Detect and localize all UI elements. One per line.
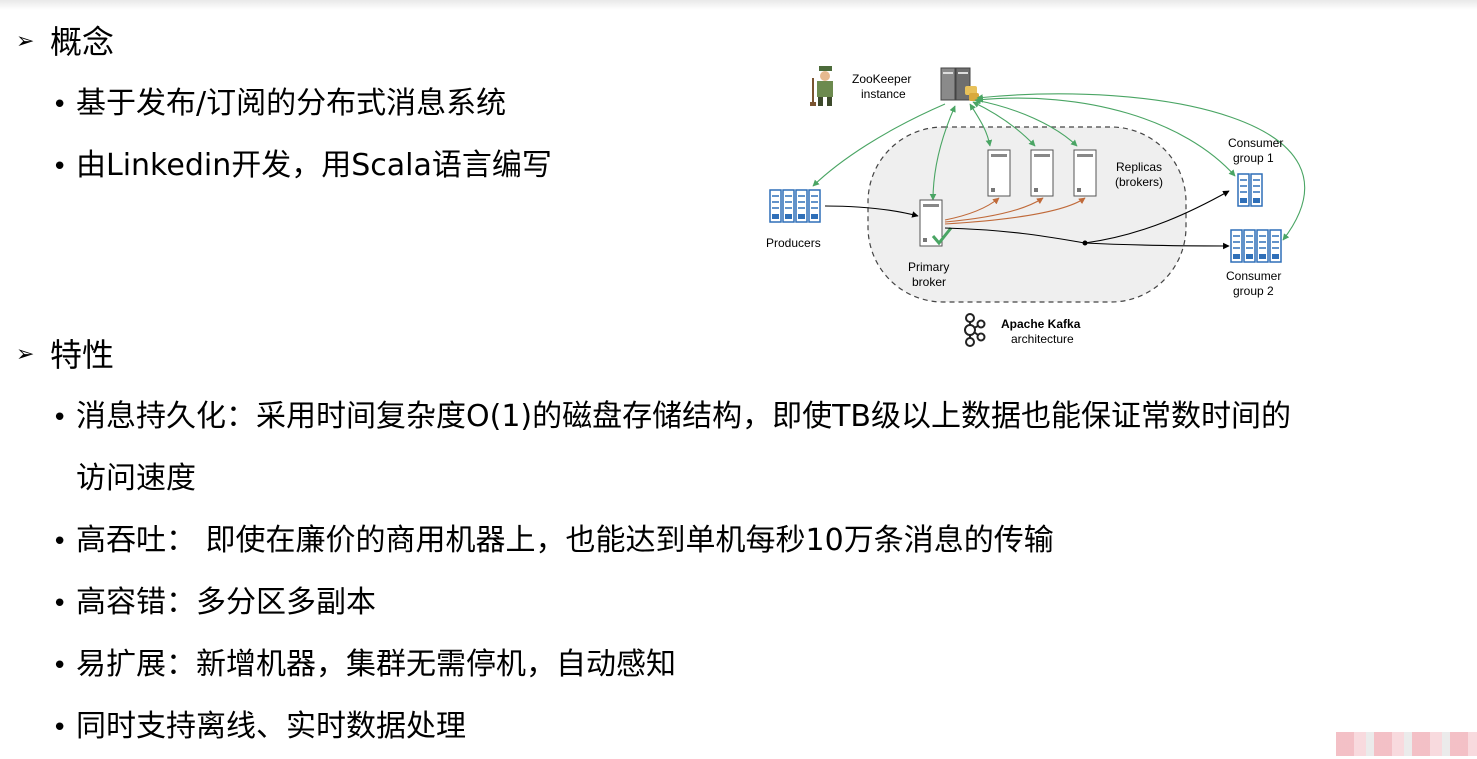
bullet-item: •易扩展：新增机器，集群无需停机，自动感知 <box>52 634 676 697</box>
bullet-dot-icon: • <box>52 152 68 182</box>
bullet-item: •高吞吐： 即使在廉价的商用机器上，也能达到单机每秒10万条消息的传输 <box>52 510 1054 573</box>
bullet-item: •基于发布/订阅的分布式消息系统 <box>52 73 506 136</box>
consumer-group-2-label-1: Consumer <box>1226 269 1281 283</box>
consumer-group-1-label-2: group 1 <box>1233 151 1274 165</box>
zookeeper-links <box>812 93 1306 241</box>
arrow-bullet-icon: ➢ <box>16 342 35 367</box>
zookeeper-keeper-icon <box>810 66 833 106</box>
producers-icon <box>769 189 821 223</box>
bullet-item: •同时支持离线、实时数据处理 <box>52 696 466 759</box>
bullet-dot-icon: • <box>52 651 68 681</box>
bullet-dot-icon: • <box>52 403 68 433</box>
arrow-bullet-icon: ➢ <box>16 29 35 54</box>
primary-broker-icon <box>919 199 953 247</box>
zookeeper-server-icon <box>940 67 979 101</box>
consumer-group-2-label-2: group 2 <box>1233 284 1274 298</box>
data-flow-links <box>824 190 1230 250</box>
kafka-architecture-diagram: ZooKeeper instance Producers Primary bro… <box>766 66 1306 347</box>
bullet-dot-icon: • <box>52 90 68 120</box>
replica-broker-icon <box>1030 149 1054 197</box>
zookeeper-label-2: instance <box>861 87 906 101</box>
bullet-dot-icon: • <box>52 527 68 557</box>
primary-broker-label-1: Primary <box>908 260 949 274</box>
bullet-dot-icon: • <box>52 589 68 619</box>
producers-label: Producers <box>766 236 821 250</box>
consumer-group-1-icon <box>1237 173 1263 207</box>
bullet-dot-icon: • <box>52 713 68 743</box>
section-heading-features: ➢ 特性 <box>16 335 114 375</box>
primary-broker-label-2: broker <box>912 275 946 289</box>
bullet-item: •高容错：多分区多副本 <box>52 572 376 635</box>
replicas-label-1: Replicas <box>1116 160 1162 174</box>
kafka-logo-icon <box>964 313 986 347</box>
slide-top-shadow <box>0 0 1477 10</box>
watermark-image <box>1336 732 1477 756</box>
replication-links <box>944 197 1086 225</box>
heading-text: 特性 <box>50 336 115 374</box>
bullet-continuation: 访问速度 <box>76 461 196 496</box>
consumer-group-2-icon <box>1230 229 1282 263</box>
bullet-item: •由Linkedin开发，用Scala语言编写 <box>52 135 552 198</box>
diagram-caption-subtitle: architecture <box>1011 332 1074 346</box>
section-heading-concept: ➢ 概念 <box>16 22 114 62</box>
consumer-group-1-label-1: Consumer <box>1228 136 1283 150</box>
zookeeper-label-1: ZooKeeper <box>852 72 911 86</box>
replica-broker-icon <box>987 149 1011 197</box>
heading-text: 概念 <box>50 23 115 61</box>
bullet-item: •消息持久化：采用时间复杂度O(1)的磁盘存储结构，即使TB级以上数据也能保证常… <box>52 386 1291 449</box>
replica-broker-icon <box>1073 149 1097 197</box>
replicas-label-2: (brokers) <box>1115 175 1163 189</box>
diagram-caption-title: Apache Kafka <box>1001 317 1081 331</box>
flow-junction <box>1082 240 1088 246</box>
